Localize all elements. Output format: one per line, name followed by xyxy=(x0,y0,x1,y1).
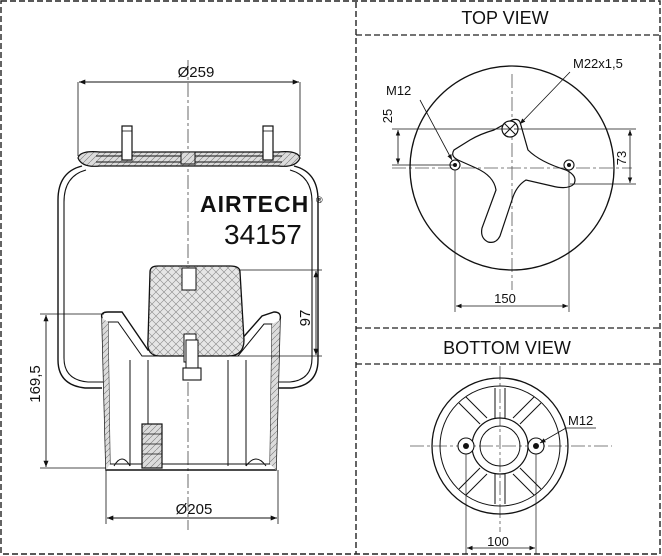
dim-top-diameter-label: Ø259 xyxy=(178,64,215,81)
top-view: M22x1,5 M12 25 73 150 xyxy=(380,56,636,312)
bottom-ribs xyxy=(458,388,542,504)
bottom-view-title: BOTTOM VIEW xyxy=(443,338,571,358)
top-mount-plate xyxy=(452,118,576,243)
brand-name: AIRTECH xyxy=(200,191,309,217)
top-plate-circle xyxy=(409,65,615,271)
registered-mark: ® xyxy=(316,195,323,205)
bumper-insert xyxy=(147,265,245,357)
air-fitting xyxy=(180,151,196,165)
part-number: 34157 xyxy=(224,219,302,250)
bottom-view: M12 100 xyxy=(410,366,612,554)
dim-insert-height-label: 97 xyxy=(297,310,314,327)
top-spacing-label: 150 xyxy=(494,291,516,306)
dim-piston-height: 169,5 xyxy=(27,313,106,469)
top-offset-vertical-label: 25 xyxy=(380,109,395,123)
bottom-bolt xyxy=(182,339,202,381)
dim-bottom-diameter-label: Ø205 xyxy=(176,501,213,518)
top-stud-left xyxy=(121,125,133,161)
bottom-outer-circle xyxy=(431,377,569,515)
top-stud-right xyxy=(262,125,274,161)
rubber-bellow xyxy=(57,165,319,389)
top-offset-side-label: 73 xyxy=(614,151,629,165)
dim-bottom-diameter: Ø205 xyxy=(105,470,279,524)
bottom-thread-label: M12 xyxy=(568,413,593,428)
bottom-stud xyxy=(141,423,163,469)
top-view-title: TOP VIEW xyxy=(461,8,548,28)
top-thread-large-label: M22x1,5 xyxy=(573,56,623,71)
side-view: Ø259 Ø205 169,5 97 AIRTECH ® 34157 xyxy=(27,60,323,530)
dim-top-diameter: Ø259 xyxy=(77,64,301,156)
bottom-spacing-label: 100 xyxy=(487,534,509,549)
dim-piston-height-label: 169,5 xyxy=(27,365,44,403)
top-thread-small-label: M12 xyxy=(386,83,411,98)
dim-insert-height: 97 xyxy=(200,269,322,357)
